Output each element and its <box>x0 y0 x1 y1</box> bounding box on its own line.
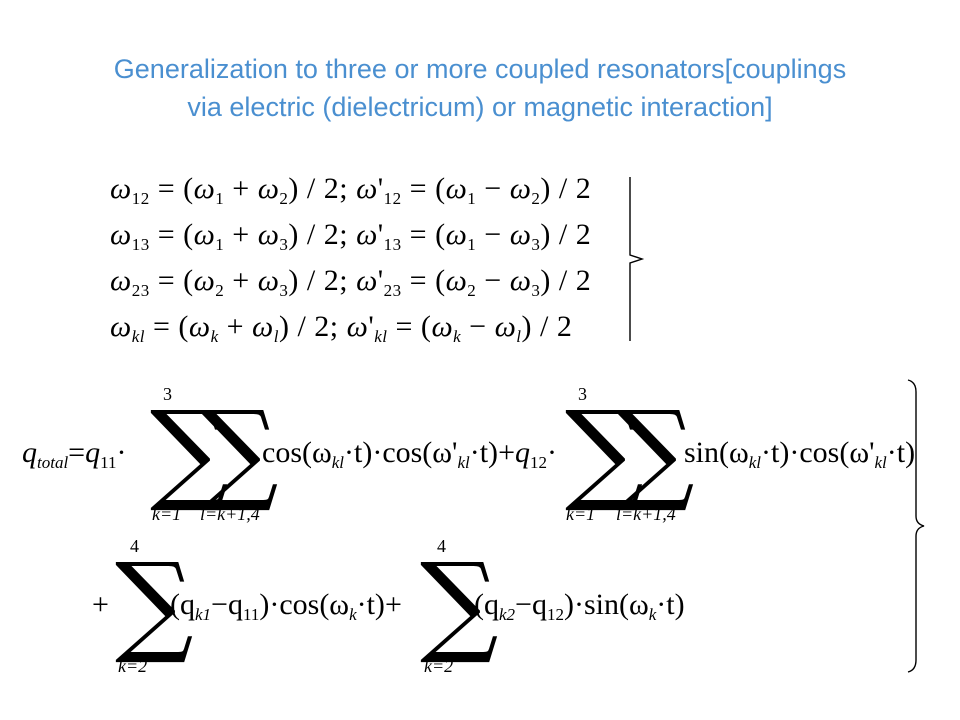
definitions-right-brace <box>629 177 645 341</box>
lhs-q-total: qtotal=q11· <box>22 436 127 472</box>
definition-row: ω12 = (ω1 + ω2) / 2; ω'12 = (ω1 − ω2) / … <box>110 172 592 208</box>
definition-row: ωkl = (ωk + ωl) / 2; ω'kl = (ωk − ωl) / … <box>110 310 573 346</box>
sum4-sigma: ∑ <box>420 539 499 667</box>
sum4-lower: k=2 <box>424 656 454 676</box>
sum2-upper: 3 <box>578 384 587 404</box>
sum1-lower-k: k=1 <box>152 504 182 524</box>
sum2-lower-l: l=k+1,4 <box>616 504 676 524</box>
slide-title: Generalization to three or more coupled … <box>30 50 930 126</box>
formula-right-brace <box>907 379 925 673</box>
sum2-inner-sigma: ∑ <box>616 387 695 515</box>
definition-row: ω13 = (ω1 + ω3) / 2; ω'13 = (ω1 − ω3) / … <box>110 218 592 254</box>
sum2-outer-sigma: ∑ <box>565 387 644 515</box>
sum1-outer-sigma: ∑ <box>150 387 229 515</box>
sum3-lower: k=2 <box>118 656 148 676</box>
term-qk2-sin: (qk2−q12)·sin(ωk·t) <box>474 588 685 624</box>
sum3-upper: 4 <box>130 536 139 556</box>
title-line-2: via electric (dielectricum) or magnetic … <box>187 92 773 122</box>
sum2-lower-k: k=1 <box>566 504 596 524</box>
term-cos-cos: cos(ωkl·t)·cos(ω'kl·t)+q12· <box>262 436 557 472</box>
term-sin-cos: sin(ωkl·t)·cos(ω'kl·t) <box>684 436 916 472</box>
sum3-sigma: ∑ <box>115 539 194 667</box>
sum1-upper: 3 <box>163 384 172 404</box>
term-qk1-cos: (qk1−q11)·cos(ωk·t)+ <box>170 588 402 624</box>
sum1-inner-sigma: ∑ <box>200 387 279 515</box>
sum4-upper: 4 <box>437 536 446 556</box>
definition-row: ω23 = (ω2 + ω3) / 2; ω'23 = (ω2 − ω3) / … <box>110 264 592 300</box>
sum1-lower-l: l=k+1,4 <box>200 504 260 524</box>
plus-sign: + <box>92 588 109 621</box>
title-line-1: Generalization to three or more coupled … <box>113 54 847 84</box>
